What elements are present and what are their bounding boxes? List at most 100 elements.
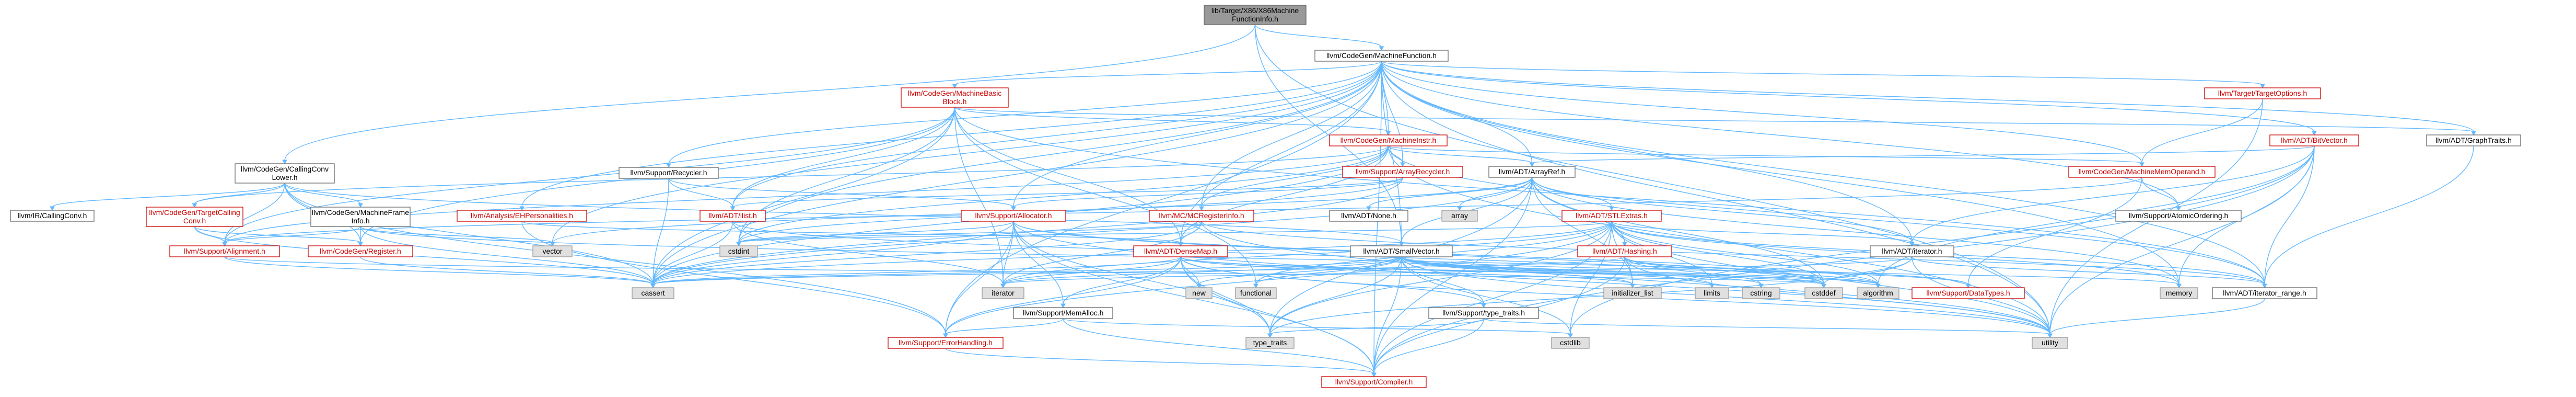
edge-sv-to-il <box>1401 256 1633 285</box>
node-box <box>146 207 243 227</box>
node-irc[interactable]: llvm/IR/CallingConv.h <box>10 210 95 222</box>
edge-mcri-to-cassert <box>652 221 1202 285</box>
node-ma[interactable]: llvm/Support/MemAlloc.h <box>1013 307 1113 319</box>
node-to[interactable]: llvm/Target/TargetOptions.h <box>2204 87 2321 99</box>
node-mi[interactable]: llvm/CodeGen/MachineInstr.h <box>1329 134 1448 146</box>
node-limits: limits <box>1695 287 1729 299</box>
edge-arrowhead <box>666 163 671 168</box>
edge-arrowhead <box>1253 283 1258 289</box>
edge-arrowhead <box>2176 206 2181 211</box>
edge-stt-to-comp <box>1373 318 1484 374</box>
edge-ehp-to-eh <box>521 221 946 335</box>
node-salign[interactable]: llvm/Support/Alignment.h <box>169 245 280 257</box>
edge-mf-to-ir <box>1381 61 2265 285</box>
node-rc[interactable]: llvm/Support/Recycler.h <box>619 167 719 179</box>
edge-arrowhead <box>952 84 958 89</box>
edge-bv-to-memory <box>2178 145 2315 285</box>
edge-arrowhead <box>1267 333 1273 338</box>
node-ao[interactable]: llvm/Support/AtomicOrdering.h <box>2115 210 2242 222</box>
node-tt: type_traits <box>1245 337 1295 349</box>
node-box <box>1742 287 1780 299</box>
node-label: llvm/IR/CallingConv.h <box>18 211 87 220</box>
edge-ma-to-eh <box>945 318 1064 335</box>
edge-mfi-to-cassert <box>360 226 654 285</box>
node-ilist[interactable]: llvm/ADT/ilist.h <box>700 210 766 222</box>
node-ehp[interactable]: llvm/Analysis/EHPersonalities.h <box>457 210 587 222</box>
node-mcri[interactable]: llvm/MC/MCRegisterInfo.h <box>1149 210 1254 222</box>
node-label: utility <box>2042 338 2058 347</box>
node-label: vector <box>542 247 562 255</box>
edge-ilist-to-cstddef <box>732 221 1824 285</box>
node-label: llvm/ADT/GraphTraits.h <box>2435 136 2512 144</box>
edge-rc-to-ilist <box>668 178 733 208</box>
node-reg[interactable]: llvm/CodeGen/Register.h <box>308 245 413 257</box>
edge-sv-to-cassert <box>652 256 1402 285</box>
node-alloc[interactable]: llvm/Support/Allocator.h <box>961 210 1066 222</box>
node-comp[interactable]: llvm/Support/Compiler.h <box>1321 376 1427 388</box>
node-mf[interactable]: llvm/CodeGen/MachineFunction.h <box>1314 50 1449 62</box>
node-bv[interactable]: llvm/ADT/BitVector.h <box>2269 134 2359 146</box>
edge-stt-to-tt <box>1269 318 1484 335</box>
node-eh[interactable]: llvm/Support/ErrorHandling.h <box>888 337 1004 349</box>
edge-mf-to-ao <box>1381 61 2179 208</box>
edge-mf-to-ar <box>1381 61 1403 164</box>
node-box <box>1551 337 1590 349</box>
node-box <box>1857 287 1899 299</box>
node-box <box>1185 287 1213 299</box>
edge-cgcl-to-sv <box>284 183 1402 243</box>
edge-arrowhead <box>1000 283 1006 289</box>
edge-arrowhead <box>1196 283 1202 289</box>
edge-dm-to-ma <box>1063 256 1181 305</box>
edge-mi-to-tcc <box>194 145 1389 205</box>
node-array: array <box>1441 210 1478 222</box>
node-label: llvm/Support/AtomicOrdering.h <box>2129 211 2229 220</box>
node-il: initializer_list <box>1603 287 1662 299</box>
node-box <box>2115 210 2242 222</box>
node-sv[interactable]: llvm/ADT/SmallVector.h <box>1350 245 1453 257</box>
node-label: llvm/ADT/ArrayRef.h <box>1499 167 1566 176</box>
edge-mcri-to-ir <box>1201 221 2265 285</box>
edge-mcri-to-utility <box>1201 221 2050 335</box>
edge-ilist-to-iterator <box>732 221 1004 285</box>
node-dt[interactable]: llvm/Support/DataTypes.h <box>1911 287 2025 299</box>
node-algorithm: algorithm <box>1857 287 1899 299</box>
node-label: llvm/ADT/iterator_range.h <box>2223 289 2306 297</box>
node-hash[interactable]: llvm/ADT/Hashing.h <box>1577 245 1672 257</box>
node-aref[interactable]: llvm/ADT/ArrayRef.h <box>1488 166 1576 178</box>
node-box <box>1428 307 1539 319</box>
edge-arrowhead <box>1622 242 1627 247</box>
node-none[interactable]: llvm/ADT/None.h <box>1329 210 1408 222</box>
node-box <box>1350 245 1453 257</box>
node-ir[interactable]: llvm/ADT/iterator_range.h <box>2212 287 2317 299</box>
node-label: llvm/CodeGen/MachineBasic <box>908 89 1002 97</box>
node-box <box>235 163 335 184</box>
node-box <box>1245 337 1295 349</box>
node-mmo[interactable]: llvm/CodeGen/MachineMemOperand.h <box>2068 166 2216 178</box>
edge-mfi-to-vector <box>360 226 553 243</box>
edge-it-to-tt <box>1269 256 1913 335</box>
node-box <box>719 245 758 257</box>
edge-arrowhead <box>2312 131 2317 136</box>
node-ar[interactable]: llvm/Support/ArrayRecycler.h <box>1342 166 1463 178</box>
node-box <box>310 207 411 227</box>
edge-bv-to-ir <box>2264 145 2315 285</box>
edge-arrowhead <box>2262 283 2267 289</box>
edge-ilist-to-cassert <box>652 221 733 285</box>
node-box <box>1314 50 1449 62</box>
edge-mmo-to-ao <box>2141 177 2179 208</box>
node-it[interactable]: llvm/ADT/iterator.h <box>1870 245 1954 257</box>
node-box <box>632 287 674 299</box>
node-box <box>2212 287 2317 299</box>
edge-salign-to-cassert <box>224 256 654 285</box>
node-dm[interactable]: llvm/ADT/DenseMap.h <box>1133 245 1228 257</box>
edge-stl-to-cstddef <box>1611 221 1824 285</box>
node-gt[interactable]: llvm/ADT/GraphTraits.h <box>2426 134 2521 146</box>
node-new: new <box>1185 287 1213 299</box>
node-stl[interactable]: llvm/ADT/STLExtras.h <box>1561 210 1662 222</box>
node-stt[interactable]: llvm/Support/type_traits.h <box>1428 307 1539 319</box>
